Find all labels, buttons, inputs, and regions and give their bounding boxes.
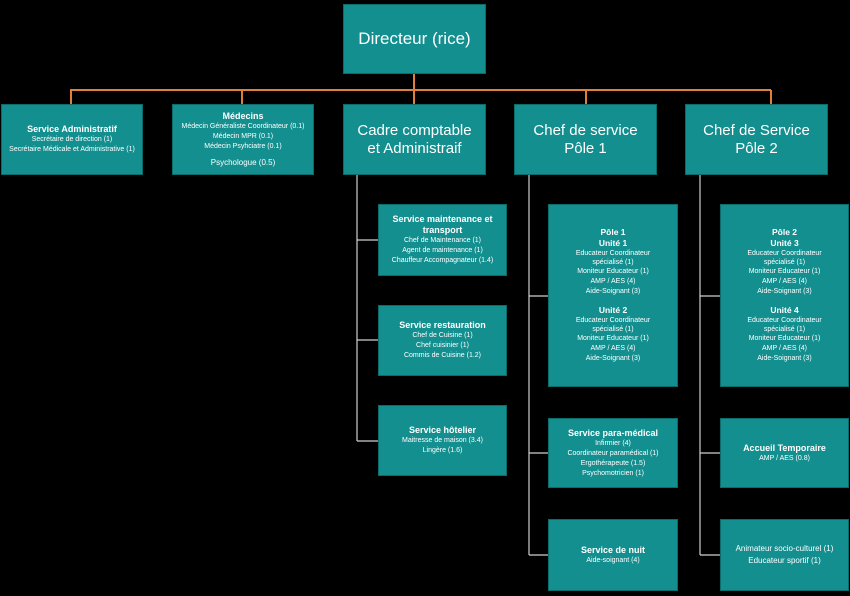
unit1-line: Aide-Soignant (3) [585, 288, 641, 295]
unit4-line: Educateur Coordinateur spécialisé (1) [747, 317, 822, 333]
pole1-title: Pôle 1 [600, 227, 626, 237]
admin-service-title: Service Administratif [27, 124, 117, 134]
unit2-line: Aide-Soignant (3) [585, 355, 641, 362]
unit1-line: AMP / AES (4) [590, 278, 636, 285]
nuit-box: Service de nuit Aide-soignant (4) [548, 519, 678, 591]
unit3-line: AMP / AES (4) [762, 278, 807, 285]
pole2-title: Pôle 2 [771, 227, 798, 237]
restauration-line: Chef cuisinier (1) [416, 342, 469, 349]
admin-service-line: Secrétaire Médicale et Administrative (1… [9, 146, 135, 153]
restauration-title: Service restauration [399, 320, 486, 330]
chef-pole1-box: Chef de service Pôle 1 [514, 104, 657, 175]
maintenance-line: Chef de Maintenance (1) [403, 237, 482, 244]
accueil-title: Accueil Temporaire [743, 442, 826, 453]
cadre-label-line2: et Administraif [367, 139, 462, 157]
unit1-line: Moniteur Educateur (1) [577, 268, 649, 275]
paramedical-line: Psychomotricien (1) [582, 469, 644, 477]
paramedical-line: Ergothérapeute (1.5) [580, 459, 646, 467]
unit2-line: Educateur Coordinateur spécialisé (1) [575, 317, 651, 333]
unit3-line: Moniteur Educateur (1) [748, 268, 821, 275]
unit4-name: Unité 4 [770, 305, 799, 315]
pole2-box: Pôle 2 Unité 3 Educateur Coordinateur sp… [720, 204, 849, 387]
unit1-line: Educateur Coordinateur spécialisé (1) [575, 250, 651, 266]
maintenance-line: Chauffeur Accompagnateur (1.4) [391, 257, 494, 264]
medecins-box: Médecins Médecin Généraliste Coordinateu… [172, 104, 314, 175]
hotelier-line: Lingère (1.6) [422, 447, 463, 454]
maintenance-title: Service maintenance et transport [392, 214, 493, 235]
unit4-line: Moniteur Educateur (1) [748, 335, 821, 342]
nuit-title: Service de nuit [580, 544, 646, 555]
paramedical-line: Coordinateur paramédical (1) [567, 449, 659, 457]
accueil-box: Accueil Temporaire AMP / AES (0.8) [720, 418, 849, 488]
medecins-title: Médecins [222, 111, 264, 121]
chef-pole2-box: Chef de Service Pôle 2 [685, 104, 828, 175]
animateur-box: Animateur socio-culturel (1) Educateur s… [720, 519, 849, 591]
maintenance-line: Agent de maintenance (1) [402, 247, 483, 254]
cadre-box: Cadre comptable et Administraif [343, 104, 486, 175]
maintenance-box: Service maintenance et transport Chef de… [378, 204, 507, 276]
animateur-line: Educateur sportif (1) [748, 556, 821, 565]
unit2-line: Moniteur Educateur (1) [577, 335, 649, 342]
unit4-line: Aide-Soignant (3) [757, 355, 812, 362]
admin-service-box: Service Administratif Secrétaire de dire… [1, 104, 143, 175]
chef-pole2-line1: Chef de Service [703, 121, 810, 139]
chef-pole1-line2: Pôle 1 [564, 139, 607, 157]
medecins-line: Médecin Généraliste Coordinateur (0.1) [181, 123, 305, 130]
cadre-label-line1: Cadre comptable [357, 121, 472, 139]
paramedical-line: Infirmier (4) [595, 439, 631, 447]
paramedical-title: Service para-médical [567, 427, 659, 438]
accueil-line: AMP / AES (0.8) [759, 454, 810, 462]
restauration-line: Commis de Cuisine (1.2) [403, 352, 482, 359]
unit1-name: Unité 1 [598, 238, 628, 248]
director-label: Directeur (rice) [358, 29, 471, 48]
medecins-line: Médecin MPR (0.1) [212, 133, 274, 140]
hotelier-title: Service hôtelier [408, 425, 477, 435]
chef-pole2-line2: Pôle 2 [735, 139, 778, 157]
unit2-name: Unité 2 [598, 305, 628, 315]
nuit-line: Aide-soignant (4) [586, 556, 640, 564]
hotelier-box: Service hôtelier Maitresse de maison (3.… [378, 405, 507, 476]
unit4-line: AMP / AES (4) [762, 345, 807, 352]
medecins-line: Médecin Psyhciatre (0.1) [204, 143, 282, 150]
restauration-line: Chef de Cuisine (1) [412, 332, 473, 339]
chef-pole1-line1: Chef de service [533, 121, 638, 139]
unit2-line: AMP / AES (4) [590, 345, 636, 352]
director-box: Directeur (rice) [343, 4, 486, 74]
unit3-line: Aide-Soignant (3) [757, 288, 812, 295]
psychologue-line: Psychologue (0.5) [210, 158, 276, 167]
paramedical-box: Service para-médical Infirmier (4) Coord… [548, 418, 678, 488]
animateur-line: Animateur socio-culturel (1) [735, 544, 834, 553]
admin-service-line: Secrétaire de direction (1) [31, 136, 113, 143]
hotelier-line: Maitresse de maison (3.4) [402, 437, 483, 444]
pole1-box: Pôle 1 Unité 1 Educateur Coordinateur sp… [548, 204, 678, 387]
unit3-line: Educateur Coordinateur spécialisé (1) [747, 250, 822, 266]
unit3-name: Unité 3 [770, 238, 799, 248]
restauration-box: Service restauration Chef de Cuisine (1)… [378, 305, 507, 376]
